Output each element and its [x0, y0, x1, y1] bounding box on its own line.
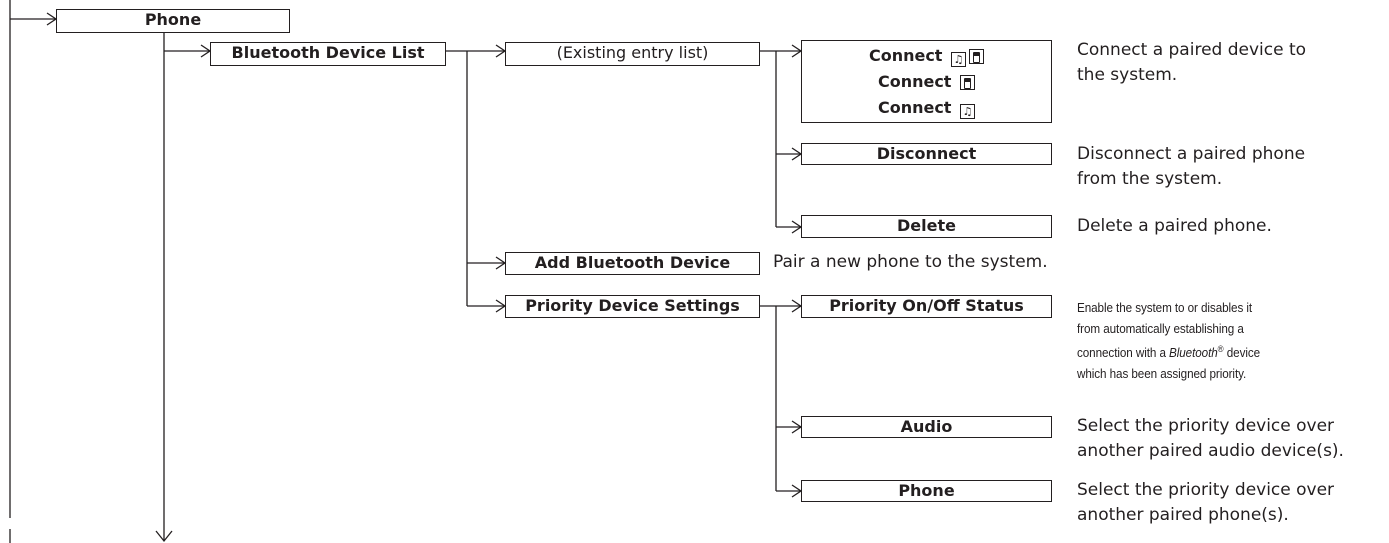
menu-label-phone-root: Phone: [144, 10, 202, 29]
connect-option-audio-phone: Connect ♫: [802, 43, 1051, 69]
menu-box-audio: Audio: [801, 416, 1052, 438]
description-connect: Connect a paired device to the system.: [1077, 40, 1307, 85]
phone-icon: [969, 49, 985, 64]
menu-label-priority-device-settings: Priority Device Settings: [525, 296, 740, 315]
description-phone: Select the priority device over another …: [1077, 480, 1335, 525]
menu-box-add-bluetooth-device: Add Bluetooth Device: [505, 252, 760, 275]
menu-box-existing-entry-list: (Existing entry list): [505, 42, 760, 66]
description-priority-status: Enable the system to or disables it from…: [1077, 300, 1261, 381]
connect-option-phone: Connect: [802, 69, 1051, 95]
menu-label-phone: Phone: [898, 481, 955, 500]
description-disconnect: Disconnect a paired phone from the syste…: [1077, 144, 1306, 189]
menu-box-bluetooth-device-list: Bluetooth Device List: [210, 42, 446, 66]
music-note-icon: ♫: [960, 104, 976, 119]
menu-box-phone: Phone: [801, 480, 1052, 502]
description-delete: Delete a paired phone.: [1077, 216, 1272, 236]
menu-label-audio: Audio: [900, 417, 953, 436]
menu-box-priority-device-settings: Priority Device Settings: [505, 295, 760, 318]
menu-label-existing-entry-list: (Existing entry list): [556, 43, 709, 62]
menu-box-priority-on-off-status: Priority On/Off Status: [801, 295, 1052, 318]
music-note-icon: ♫: [951, 52, 967, 67]
menu-label-disconnect: Disconnect: [876, 144, 977, 163]
menu-label-priority-on-off-status: Priority On/Off Status: [829, 296, 1024, 315]
description-audio: Select the priority device over another …: [1077, 416, 1344, 461]
menu-box-disconnect: Disconnect: [801, 143, 1052, 165]
connect-option-audio: Connect ♫: [802, 95, 1051, 121]
description-add-device: Pair a new phone to the system.: [773, 252, 1048, 272]
menu-box-phone-root: Phone: [56, 9, 290, 33]
menu-label-bluetooth-device-list: Bluetooth Device List: [231, 43, 425, 62]
menu-label-add-bluetooth-device: Add Bluetooth Device: [534, 253, 731, 272]
menu-box-connect: Connect ♫ Connect Connect ♫: [801, 40, 1052, 123]
menu-label-delete: Delete: [897, 216, 956, 235]
menu-box-delete: Delete: [801, 215, 1052, 238]
phone-icon: [960, 75, 976, 90]
